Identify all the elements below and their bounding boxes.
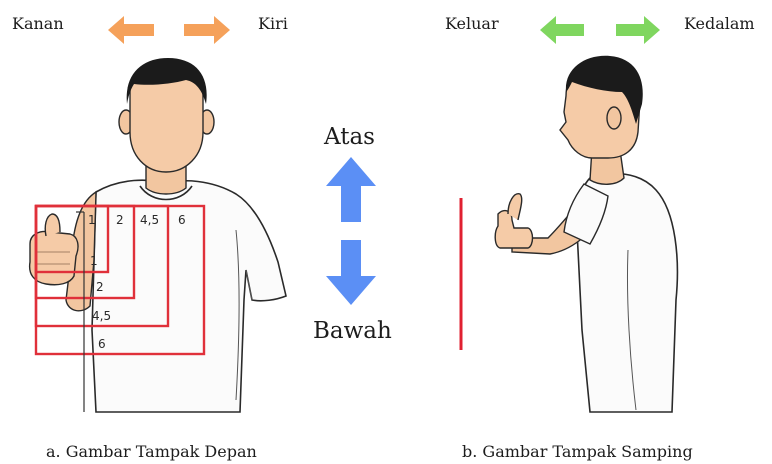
grid-number-side-1: 1	[90, 254, 98, 268]
grid-number-side-2: 2	[96, 280, 104, 294]
grid-number-top-4-5: 4,5	[140, 213, 159, 227]
green-arrow-right-icon	[616, 16, 660, 44]
grid-number-top-1: 1	[88, 213, 96, 227]
grid-number-top-2: 2	[116, 213, 124, 227]
grid-number-side-4-5: 4,5	[92, 309, 111, 323]
grid-number-side-6: 6	[98, 337, 106, 351]
side-person-figure	[495, 56, 677, 412]
orange-arrow-left-icon	[108, 16, 154, 44]
front-person-figure	[30, 58, 286, 412]
green-arrow-left-icon	[540, 16, 584, 44]
blue-arrow-up-icon	[326, 157, 376, 222]
orange-arrow-right-icon	[184, 16, 230, 44]
grid-number-top-6: 6	[178, 213, 186, 227]
blue-arrow-down-icon	[326, 240, 376, 305]
